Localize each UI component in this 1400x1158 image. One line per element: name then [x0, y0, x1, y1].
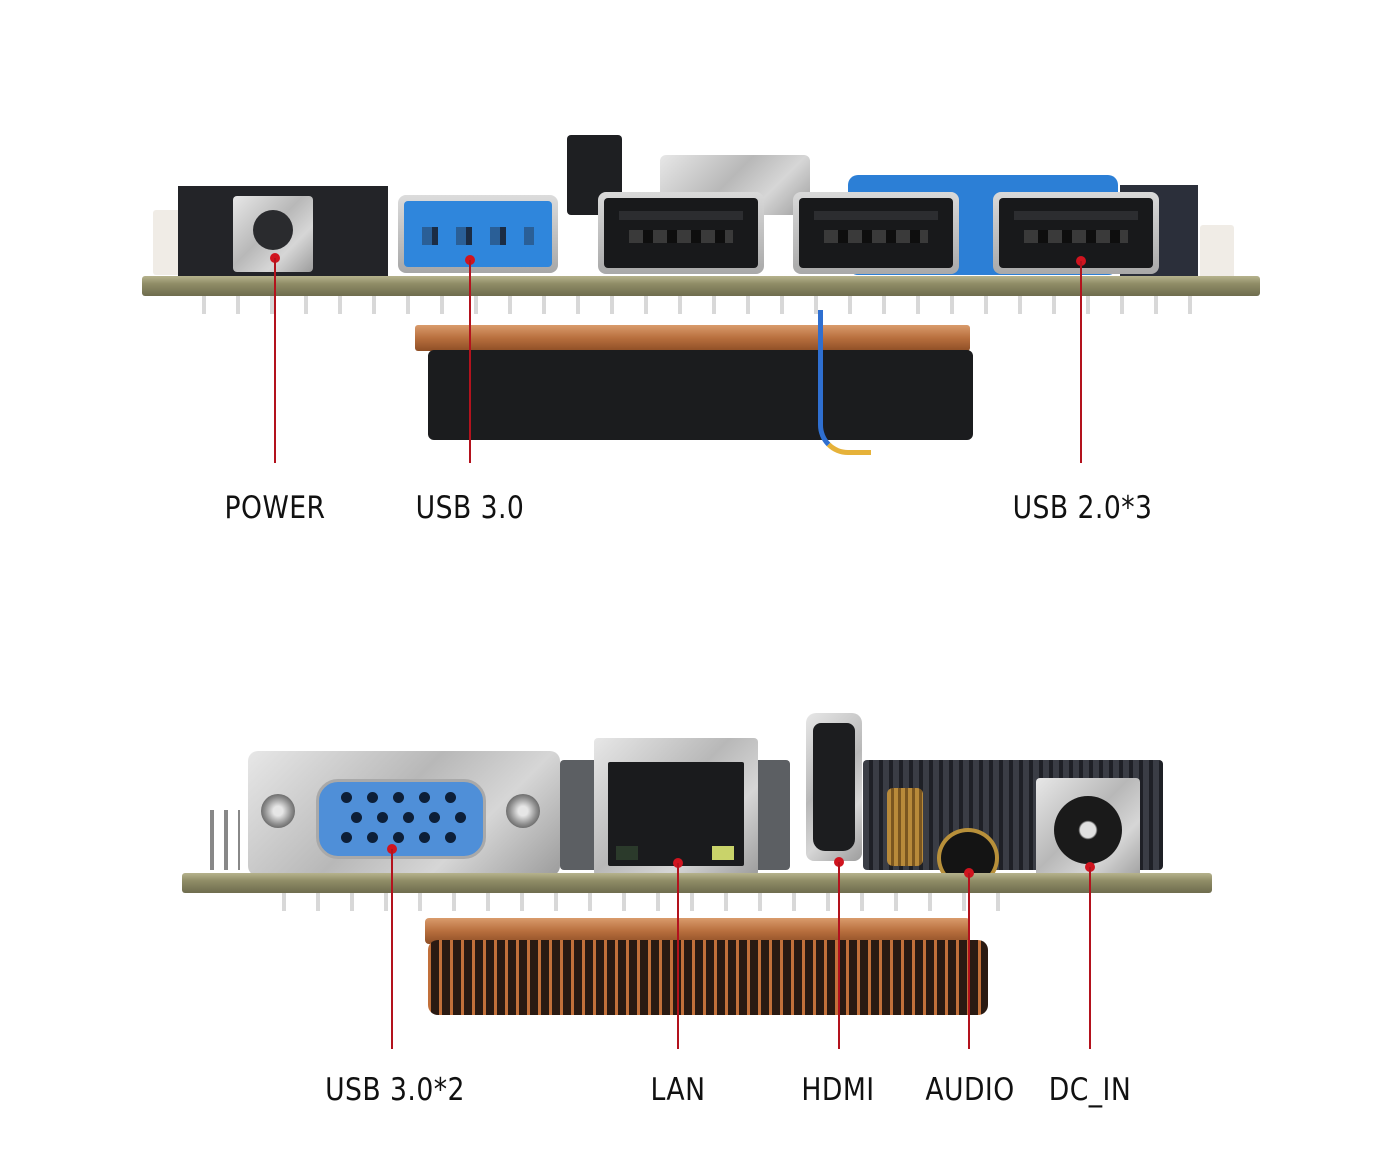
vga-connector — [316, 779, 486, 859]
usb30-label: USB 3.0 — [415, 490, 525, 526]
power-leader-line — [274, 258, 276, 463]
audio-leader-line — [968, 873, 970, 1049]
lan-led-right — [712, 846, 734, 860]
lan-led-left — [616, 846, 638, 860]
lan-label: LAN — [650, 1072, 706, 1108]
heatsink-fins — [428, 940, 988, 1015]
audio-label: AUDIO — [925, 1072, 1015, 1108]
top-solder-pins — [180, 296, 1220, 314]
lan-leader-line — [677, 863, 679, 1049]
usb20-leader-line — [1080, 261, 1082, 463]
usb30x2-leader-line — [391, 849, 393, 1049]
usb20-label: USB 2.0*3 — [1012, 490, 1153, 526]
bottom-pcb — [182, 873, 1212, 893]
header-pins-left — [210, 810, 240, 870]
dcin-leader-line — [1089, 867, 1091, 1049]
fan-cable — [818, 310, 871, 455]
top-pcb — [142, 276, 1260, 296]
hdmi-label: HDMI — [801, 1072, 875, 1108]
power-label: POWER — [224, 490, 326, 526]
top-heatsink-plate — [415, 325, 970, 351]
power-button-cap — [253, 210, 293, 250]
usb30-leader-line — [469, 260, 471, 463]
bottom-heatsink-plate — [425, 918, 970, 944]
lan-port — [594, 738, 758, 876]
cooling-fan — [428, 350, 973, 440]
brass-standoff — [887, 788, 923, 866]
left-screw — [261, 794, 295, 828]
usb30x2-label: USB 3.0*2 — [325, 1072, 465, 1108]
hdmi-socket — [813, 723, 855, 851]
dcin-label: DC_IN — [1048, 1072, 1132, 1108]
vga-bracket — [248, 751, 560, 876]
hdmi-port — [806, 713, 862, 861]
right-screw — [506, 794, 540, 828]
bottom-solder-pins — [260, 893, 1020, 911]
usb30-port — [398, 195, 558, 273]
usb20-port-1 — [598, 192, 764, 274]
usb20-port-2 — [793, 192, 959, 274]
dc-in-socket — [1054, 796, 1122, 864]
white-connector-right — [1200, 225, 1234, 280]
hdmi-leader-line — [838, 862, 840, 1049]
